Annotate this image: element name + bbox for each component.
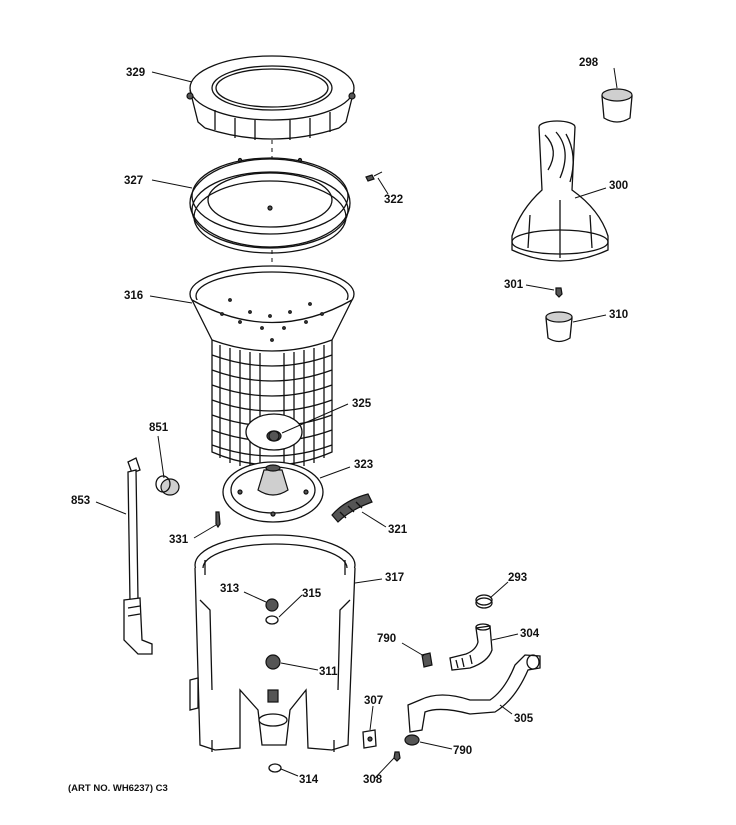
part-331-screw[interactable] (215, 511, 221, 529)
part-315-seal[interactable] (265, 615, 279, 625)
label-307: 307 (364, 695, 383, 707)
part-307-clip[interactable] (362, 729, 377, 749)
part-305-drain-hose[interactable] (407, 654, 541, 733)
label-300: 300 (609, 180, 628, 192)
label-293: 293 (508, 572, 527, 584)
part-323-hub[interactable] (222, 461, 324, 523)
part-314-grommet[interactable] (268, 763, 282, 773)
part-313-nut[interactable] (265, 598, 279, 612)
label-790-lower: 790 (453, 745, 472, 757)
label-323: 323 (354, 459, 373, 471)
part-327-tub-cover[interactable] (189, 157, 351, 254)
part-labels: 329 327 322 316 325 298 300 301 310 851 … (71, 57, 628, 786)
part-311-bearing[interactable] (265, 654, 281, 670)
label-315: 315 (302, 588, 322, 600)
part-325-nut[interactable] (268, 430, 280, 442)
label-311: 311 (319, 666, 338, 678)
part-322-screw[interactable] (365, 171, 383, 182)
art-number: (ART NO. WH6237) C3 (68, 783, 168, 794)
part-301-screw[interactable] (555, 287, 563, 298)
label-851: 851 (149, 422, 169, 434)
label-313: 313 (220, 583, 239, 595)
label-331: 331 (169, 534, 189, 546)
part-853-suspension-rod[interactable] (123, 457, 153, 655)
label-790-upper: 790 (377, 633, 396, 645)
label-304: 304 (520, 628, 540, 640)
label-329: 329 (126, 67, 145, 79)
label-321: 321 (388, 524, 408, 536)
part-316-wash-basket[interactable] (189, 265, 355, 470)
part-851-cap[interactable] (155, 475, 180, 496)
part-321-pad[interactable] (331, 493, 373, 523)
part-329-balance-ring[interactable] (186, 55, 356, 140)
label-325: 325 (352, 398, 372, 410)
part-790-clamp-lower[interactable] (404, 734, 420, 746)
label-317: 317 (385, 572, 404, 584)
part-300-agitator[interactable] (511, 120, 609, 262)
part-298-agitator-cap[interactable] (601, 88, 633, 123)
part-308-screw[interactable] (393, 751, 401, 762)
label-314: 314 (299, 774, 319, 786)
leader-lines (95, 67, 618, 779)
part-790-clamp-upper[interactable] (421, 652, 433, 668)
part-310-coupling[interactable] (545, 311, 573, 343)
label-305: 305 (514, 713, 534, 725)
part-293-clamp[interactable] (475, 594, 493, 609)
part-304-hose[interactable] (449, 623, 493, 671)
label-327: 327 (124, 175, 143, 187)
label-316: 316 (124, 290, 143, 302)
label-301: 301 (504, 279, 524, 291)
label-853: 853 (71, 495, 90, 507)
label-322: 322 (384, 194, 403, 206)
label-308: 308 (363, 774, 383, 786)
label-310: 310 (609, 309, 628, 321)
label-298: 298 (579, 57, 599, 69)
part-317-outer-tub[interactable] (189, 534, 356, 752)
basket-holes (220, 298, 324, 342)
